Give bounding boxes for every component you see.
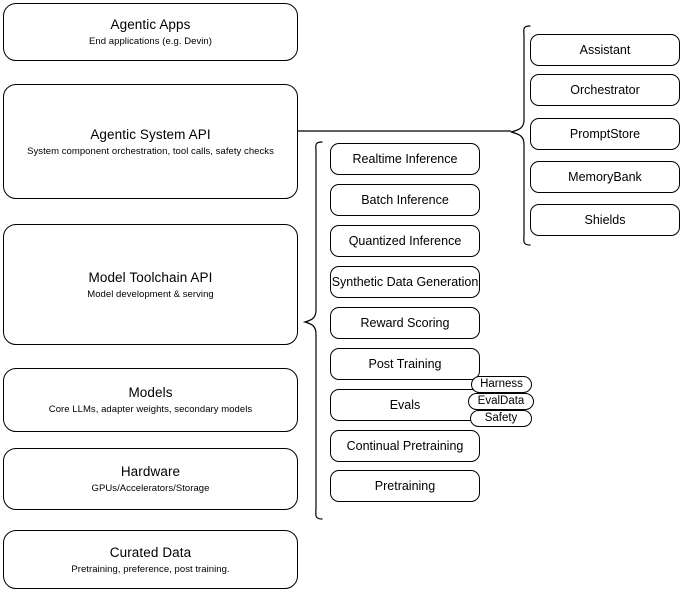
pill-label: Safety	[484, 412, 518, 424]
chip-label: Realtime Inference	[352, 152, 458, 166]
chip-label: Evals	[389, 398, 421, 412]
layer-title: Agentic Apps	[110, 17, 191, 32]
layer-title: Models	[128, 385, 173, 400]
chip-label: Pretraining	[374, 479, 436, 493]
eval-pill-safety[interactable]: Safety	[470, 410, 532, 427]
chip-label: Post Training	[368, 357, 442, 371]
layer-card-agentic-apps[interactable]: Agentic Apps End applications (e.g. Devi…	[3, 3, 298, 61]
toolchain-chip-pretraining[interactable]: Pretraining	[330, 470, 480, 502]
toolchain-chip-realtime-inference[interactable]: Realtime Inference	[330, 143, 480, 175]
layer-subtitle: End applications (e.g. Devin)	[89, 36, 212, 47]
layer-title: Curated Data	[109, 544, 192, 560]
layer-card-models[interactable]: Models Core LLMs, adapter weights, secon…	[3, 368, 298, 432]
layer-card-hardware[interactable]: Hardware GPUs/Accelerators/Storage	[3, 448, 298, 510]
agentic-chip-memorybank[interactable]: MemoryBank	[530, 161, 680, 193]
chip-label: Shields	[584, 213, 626, 227]
connector-agentic-system-api-to-components	[298, 120, 524, 144]
toolchain-chip-post-training[interactable]: Post Training	[330, 348, 480, 380]
chip-label: Reward Scoring	[360, 316, 450, 330]
pill-label: Harness	[480, 378, 523, 390]
toolchain-chip-evals[interactable]: Evals	[330, 389, 480, 421]
agentic-chip-promptstore[interactable]: PromptStore	[530, 118, 680, 150]
toolchain-chip-continual-pretraining[interactable]: Continual Pretraining	[330, 430, 480, 462]
agentic-chip-shields[interactable]: Shields	[530, 204, 680, 236]
toolchain-chip-synthetic-data-generation[interactable]: Synthetic Data Generation	[330, 266, 480, 298]
toolchain-chip-batch-inference[interactable]: Batch Inference	[330, 184, 480, 216]
layer-title: Model Toolchain API	[88, 269, 213, 285]
pill-label: EvalData	[477, 395, 525, 407]
layer-title: Hardware	[120, 464, 181, 479]
eval-pill-harness[interactable]: Harness	[471, 376, 532, 393]
chip-label: Batch Inference	[361, 193, 449, 207]
layer-card-curated-data[interactable]: Curated Data Pretraining, preference, po…	[3, 530, 298, 589]
layer-subtitle: Pretraining, preference, post training.	[71, 563, 230, 575]
agentic-chip-assistant[interactable]: Assistant	[530, 34, 680, 66]
chip-label: PromptStore	[569, 127, 641, 141]
layer-subtitle: System component orchestration, tool cal…	[27, 145, 274, 157]
chip-label: MemoryBank	[568, 170, 642, 184]
layer-subtitle: GPUs/Accelerators/Storage	[91, 483, 210, 494]
layer-card-model-toolchain-api[interactable]: Model Toolchain API Model development & …	[3, 224, 298, 345]
chip-label: Quantized Inference	[348, 234, 462, 248]
layer-subtitle: Model development & serving	[87, 288, 214, 300]
toolchain-chip-quantized-inference[interactable]: Quantized Inference	[330, 225, 480, 257]
chip-label: Synthetic Data Generation	[331, 275, 479, 289]
chip-label: Orchestrator	[570, 83, 640, 97]
chip-label: Continual Pretraining	[346, 439, 464, 453]
layer-title: Agentic System API	[90, 126, 211, 142]
eval-pill-evaldata[interactable]: EvalData	[468, 393, 534, 410]
toolchain-chip-reward-scoring[interactable]: Reward Scoring	[330, 307, 480, 339]
chip-label: Assistant	[579, 43, 631, 57]
agentic-chip-orchestrator[interactable]: Orchestrator	[530, 74, 680, 106]
brace-model-toolchain-components	[300, 140, 330, 522]
layer-card-agentic-system-api[interactable]: Agentic System API System component orch…	[3, 84, 298, 199]
layer-subtitle: Core LLMs, adapter weights, secondary mo…	[48, 404, 253, 415]
